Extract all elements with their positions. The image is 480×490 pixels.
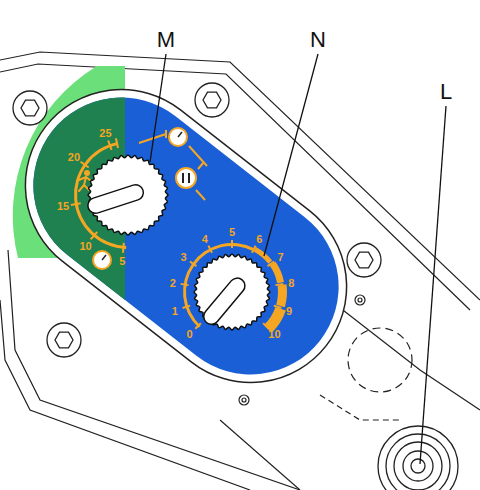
scale-number: 5 — [119, 255, 125, 266]
scale-tick — [263, 323, 269, 329]
scale-number: 1 — [172, 305, 178, 316]
scale-tick — [208, 246, 212, 253]
scale-number: 2 — [170, 277, 176, 288]
scale-number: 15 — [57, 201, 69, 212]
scale-band — [254, 247, 273, 264]
scale-tick — [190, 261, 196, 266]
part-letter: N — [310, 29, 326, 51]
scale-number: 9 — [286, 305, 292, 316]
scale-tick — [252, 246, 256, 253]
scale-tick — [122, 243, 125, 253]
scale-number: 5 — [229, 227, 235, 238]
knurled-knob — [194, 254, 270, 330]
scale-tick — [80, 162, 88, 168]
scale-band — [276, 284, 287, 307]
scale-tick — [268, 261, 274, 266]
scale-number: 25 — [99, 127, 111, 138]
dial-panel — [0, 51, 385, 421]
scale-tick — [231, 240, 233, 248]
scale-number: 3 — [180, 251, 186, 262]
scale-number: 20 — [68, 152, 80, 163]
scale-number: 10 — [268, 329, 280, 340]
scale-tick — [274, 306, 282, 308]
scale-number: 0 — [187, 329, 193, 340]
scale-tick — [183, 306, 191, 308]
scale-number: 8 — [288, 277, 294, 288]
part-letter: L — [440, 81, 452, 103]
gauge-icons — [79, 128, 196, 269]
scale-number: 6 — [256, 233, 262, 244]
scale-tick — [108, 140, 111, 149]
scale-tick — [71, 203, 81, 205]
hex-bolts — [13, 83, 381, 357]
leader-line — [264, 54, 318, 256]
knob-pointer-outline — [211, 286, 237, 317]
knurled-knob — [88, 155, 168, 235]
scale-band — [270, 262, 284, 284]
part-letter: M — [157, 29, 175, 51]
knob-pointer — [211, 286, 237, 317]
scale-number: 7 — [277, 251, 283, 262]
scale-number: 4 — [202, 233, 208, 244]
scale-tick — [195, 323, 201, 329]
knob-pointer — [96, 193, 136, 206]
scale-number: 10 — [79, 240, 91, 251]
scale-tick — [275, 284, 283, 285]
green-section — [0, 62, 125, 410]
scale-tick — [116, 138, 118, 148]
leader-line — [150, 54, 166, 162]
knob-pointer-outline — [96, 193, 136, 206]
connector-fitting — [378, 426, 458, 490]
scale-tick — [91, 232, 97, 240]
scale-tick — [181, 284, 189, 285]
leader-line — [420, 106, 446, 464]
